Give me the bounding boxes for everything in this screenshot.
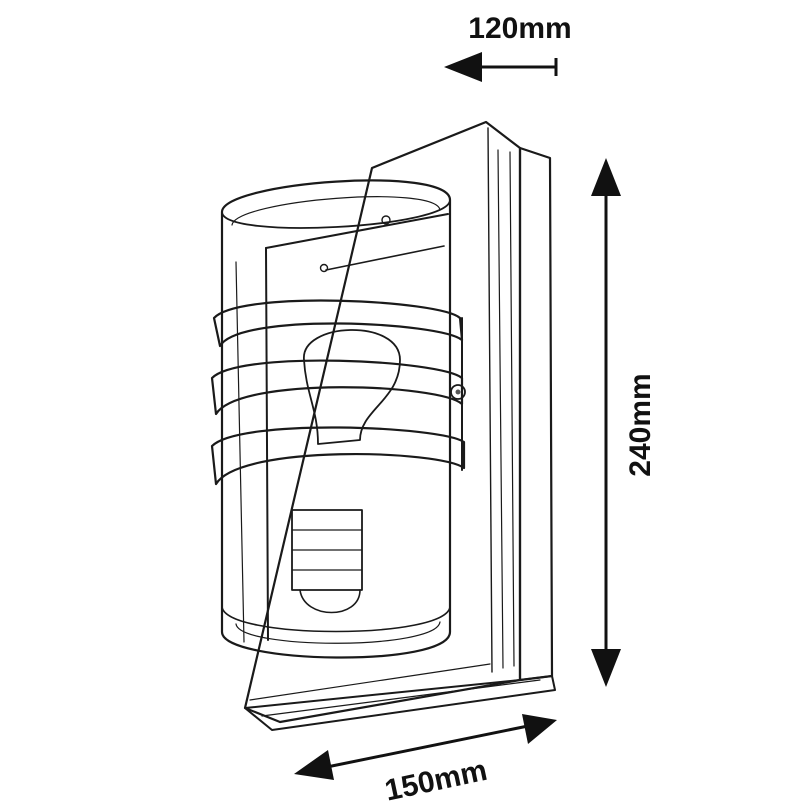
light-bulb	[291, 329, 401, 614]
width-arrow	[294, 714, 557, 780]
height-label: 240mm	[624, 373, 657, 476]
wall-lamp-drawing	[210, 120, 556, 731]
inner-frame	[235, 213, 449, 643]
height-arrow	[591, 158, 621, 687]
height-dimension: 240mm	[591, 158, 657, 687]
protective-bands	[210, 299, 466, 486]
width-label: 150mm	[382, 754, 490, 808]
width-dimension: 150mm	[294, 714, 557, 808]
depth-dimension: 120mm	[444, 12, 572, 82]
depth-label: 120mm	[468, 12, 571, 45]
depth-arrow	[444, 52, 558, 82]
wall-plate	[243, 120, 556, 731]
glass-cylinder	[220, 179, 452, 659]
